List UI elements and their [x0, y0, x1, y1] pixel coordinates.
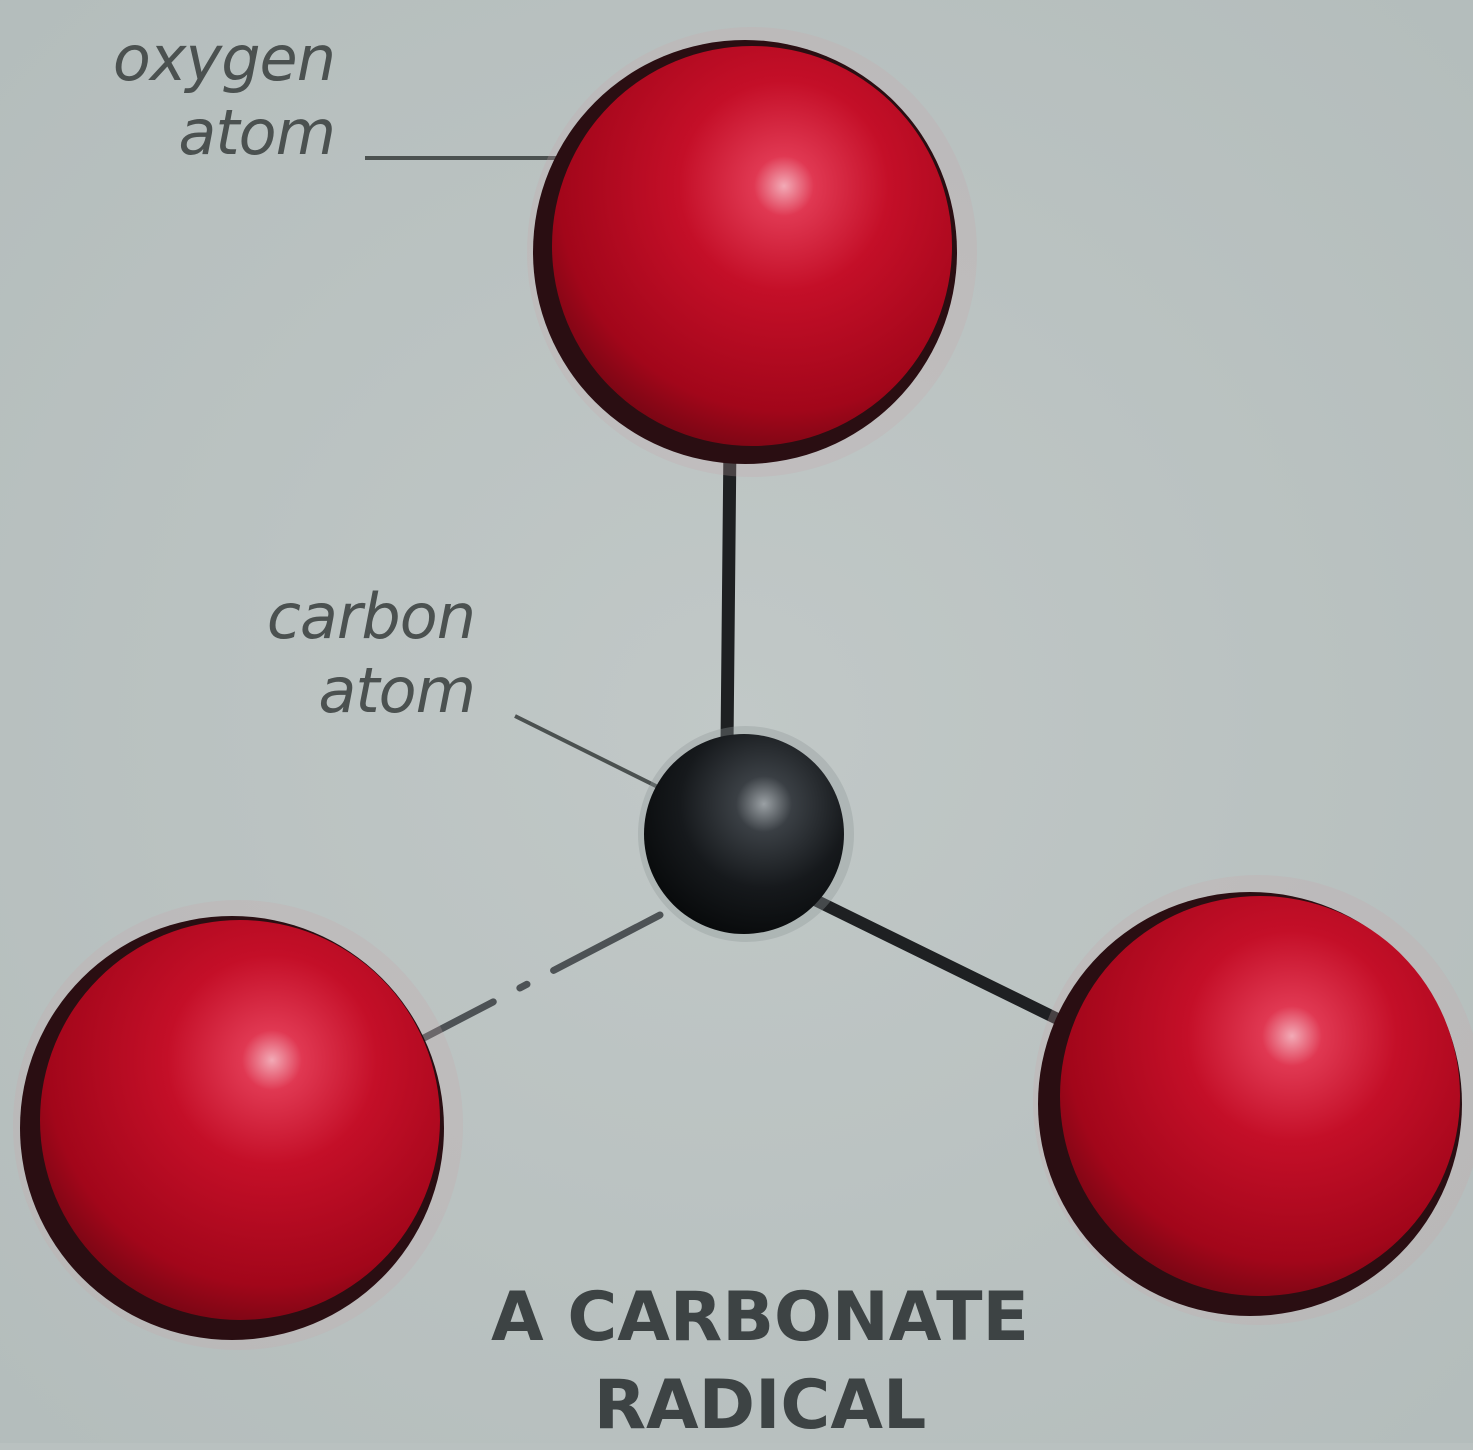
- oxygen-atom-left: [13, 900, 463, 1350]
- oxygen-atom-top: [527, 27, 977, 477]
- caption-line2: RADICAL: [593, 1366, 927, 1445]
- carbon-label-line1: carbon: [266, 580, 476, 653]
- oxygen-atom-right: [1033, 875, 1473, 1325]
- caption-line1: A CARBONATE: [491, 1278, 1029, 1357]
- carbon-label-line2: atom: [318, 654, 476, 727]
- bond-left: [416, 911, 664, 1044]
- carbon-leader-line: [514, 714, 669, 794]
- oxygen-label-line1: oxygen: [112, 22, 336, 95]
- oxygen-label-line2: atom: [178, 96, 336, 169]
- oxygen-atom-label: oxygen atom: [112, 22, 336, 170]
- bond-top: [720, 433, 737, 752]
- bond-right: [809, 894, 1086, 1036]
- carbon-atom: [638, 726, 854, 942]
- diagram-caption: A CARBONATE RADICAL: [440, 1274, 1080, 1450]
- carbon-atom-label: carbon atom: [266, 580, 476, 728]
